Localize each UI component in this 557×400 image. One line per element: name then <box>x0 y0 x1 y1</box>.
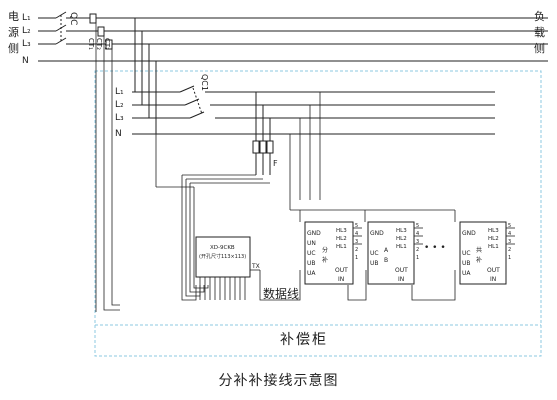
unit3-num-4: 4 <box>508 231 511 237</box>
branch-breaker-label: QC1 <box>200 74 209 91</box>
unit3-hl1: HL1 <box>488 244 499 250</box>
unit2-term-gnd: GND <box>370 230 384 237</box>
controller-terminals <box>199 277 246 300</box>
fuse-group <box>252 92 274 175</box>
controller-size: (开孔尺寸113×113) <box>199 253 246 260</box>
unit1-out: OUT <box>335 267 348 274</box>
unit1-num-4: 4 <box>355 231 358 237</box>
load-side-char-2: 载 <box>534 26 545 39</box>
source-side-char-1: 电 <box>8 10 19 23</box>
phase-label-l3: L₃ <box>22 39 31 49</box>
source-side-char-3: 侧 <box>8 42 19 55</box>
unit1-in: IN <box>338 276 344 283</box>
unit2-mid-1: A <box>384 247 389 254</box>
unit3-num-3: 3 <box>508 239 511 245</box>
data-link-wiring <box>259 270 456 301</box>
phase-label-l2: L₂ <box>22 26 31 36</box>
unit1-hl2: HL2 <box>336 236 347 242</box>
load-side-char-1: 负 <box>534 9 545 23</box>
unit2-hl2: HL2 <box>396 236 407 242</box>
unit3-term-ua: UA <box>462 270 471 277</box>
fuse-label: F <box>273 159 278 168</box>
unit2-hl1: HL1 <box>396 244 407 250</box>
controller-model: XD-9CKB <box>210 245 235 251</box>
comp-unit-1: GND UN UC UB UA 分 补 HL3 HL2 HL1 OUT IN <box>304 221 354 285</box>
unit3-in: IN <box>490 276 496 283</box>
unit3-hl3: HL3 <box>488 228 499 234</box>
cabinet-label: 补偿柜 <box>280 332 328 348</box>
load-side-char-3: 侧 <box>534 42 545 55</box>
unit1-mid-1: 分 <box>322 246 328 254</box>
comp-unit-2: GND UC UB A B HL3 HL2 HL1 OUT IN <box>367 221 415 285</box>
unit3-term-uc: UC <box>462 250 471 257</box>
unit3-hl2: HL2 <box>488 236 499 242</box>
ct-label-1: CT₁ <box>87 38 95 50</box>
unit2-num-2: 2 <box>416 247 419 253</box>
cabinet-boundary <box>94 70 542 357</box>
unit2-hl3: HL3 <box>396 228 407 234</box>
unit1-num-5: 5 <box>355 223 358 229</box>
unit3-out: OUT <box>487 267 500 274</box>
unit2-term-ub: UB <box>370 260 379 267</box>
unit1-num-3: 3 <box>355 239 358 245</box>
branch-bus <box>132 18 495 135</box>
unit1-hl3: HL3 <box>336 228 347 234</box>
unit2-num-5: 5 <box>416 223 419 229</box>
unit1-term-gnd: GND <box>307 230 321 237</box>
unit3-num-2: 2 <box>508 247 511 253</box>
unit1-hl1: HL1 <box>336 244 347 250</box>
comp-unit-3: GND UC UB UA 共 补 HL3 HL2 HL1 OUT IN <box>459 221 507 285</box>
unit1-term-ua: UA <box>307 270 316 277</box>
ct-label-3: CT₃ <box>103 38 111 50</box>
controller-box <box>195 236 251 278</box>
unit3-num-5: 5 <box>508 223 511 229</box>
unit-output-leads <box>353 227 515 245</box>
unit1-num-1: 1 <box>355 255 358 261</box>
unit3-num-1: 1 <box>508 255 511 261</box>
unit3-mid-2: 补 <box>476 256 482 264</box>
unit1-term-un: UN <box>307 240 316 247</box>
unit1-mid-2: 补 <box>322 256 328 264</box>
branch-label-l3: L₃ <box>115 113 124 123</box>
data-link-label: 数据线 <box>263 287 300 301</box>
phase-label-n: N <box>22 56 29 66</box>
units-ellipsis: • • • <box>424 243 446 253</box>
unit3-term-ub: UB <box>462 260 471 267</box>
phase-label-l1: L₁ <box>22 13 31 23</box>
main-breaker-label: QC <box>68 12 78 25</box>
branch-label-l2: L₂ <box>115 100 124 110</box>
unit2-out: OUT <box>395 267 408 274</box>
diagram-caption: 分补补接线示意图 <box>218 373 339 389</box>
controller-tx-label: TX <box>251 263 260 270</box>
unit1-term-uc: UC <box>307 250 316 257</box>
main-ct-group <box>89 13 113 50</box>
unit1-num-2: 2 <box>355 247 358 253</box>
unit2-mid-2: B <box>384 257 388 264</box>
branch-label-l1: L₁ <box>115 87 124 97</box>
unit2-num-3: 3 <box>416 239 419 245</box>
main-bus <box>38 11 548 62</box>
unit-terminal-numbers: 5 4 3 2 1 5 4 3 2 1 5 4 3 2 1 <box>355 223 511 261</box>
unit3-term-gnd: GND <box>462 230 476 237</box>
unit2-num-4: 4 <box>416 231 419 237</box>
unit1-term-ub: UB <box>307 260 316 267</box>
branch-label-n: N <box>115 129 122 139</box>
unit2-term-uc: UC <box>370 250 379 257</box>
unit2-in: IN <box>398 276 404 283</box>
unit-supply-lines <box>289 92 456 222</box>
unit2-num-1: 1 <box>416 255 419 261</box>
ct-label-2: CT₂ <box>95 38 103 50</box>
unit3-mid-1: 共 <box>476 246 482 254</box>
source-side-char-2: 源 <box>8 25 19 39</box>
